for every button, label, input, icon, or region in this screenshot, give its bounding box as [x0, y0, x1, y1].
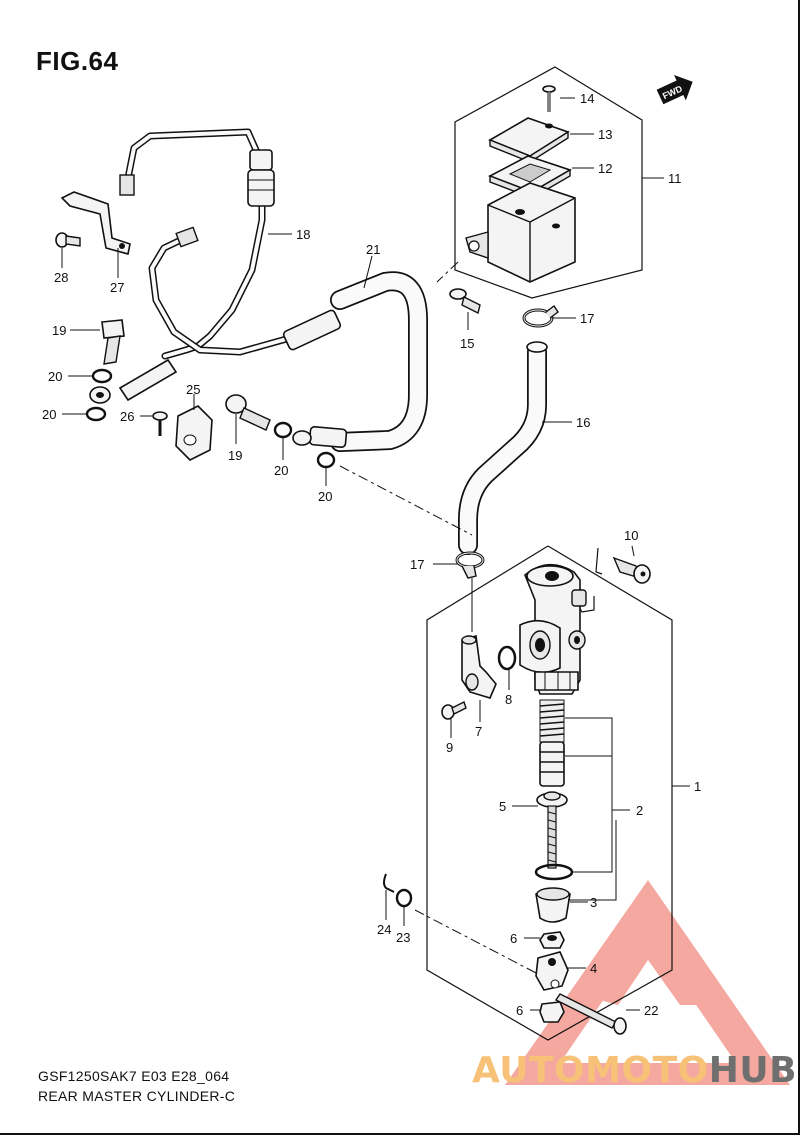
callout-27: 27 [110, 280, 124, 295]
callout-15: 15 [460, 336, 474, 351]
callout-7: 7 [475, 724, 482, 739]
watermark-text: AUTOMOTOHUB [472, 1050, 797, 1091]
callout-8: 8 [505, 692, 512, 707]
screw-9 [441, 701, 467, 720]
callout-20-b: 20 [42, 407, 56, 422]
nut-6-lower [539, 1001, 565, 1023]
reservoir-body [465, 182, 576, 283]
callout-21: 21 [366, 242, 380, 257]
reservoir-box [454, 66, 643, 299]
callout-17-lower: 17 [410, 557, 424, 572]
callout-20-d: 20 [318, 489, 332, 504]
cotter-pin-24 [383, 873, 395, 893]
hose-clamp-17-lower [455, 551, 485, 579]
callout-20-c: 20 [274, 463, 288, 478]
o-ring-8 [497, 645, 517, 671]
brake-pipe-18 [119, 128, 294, 360]
callout-6-lower: 6 [516, 1003, 523, 1018]
callout-23: 23 [396, 930, 410, 945]
screw-14 [542, 85, 556, 112]
callout-20-a: 20 [48, 369, 62, 384]
callout-2: 2 [636, 803, 643, 818]
fwd-arrow-icon: FWD [656, 75, 693, 105]
banjo-bolt-19-upper [101, 319, 125, 365]
watermark-text-part2: HUB [708, 1050, 798, 1091]
callout-13: 13 [598, 127, 612, 142]
bolt-10 [612, 556, 651, 584]
callout-10: 10 [624, 528, 638, 543]
callout-14: 14 [580, 91, 594, 106]
master-cylinder-box [426, 545, 673, 1041]
spring [539, 699, 565, 743]
washer-20-d [316, 451, 336, 469]
screw-26 [152, 411, 168, 436]
callout-11: 11 [668, 171, 682, 186]
callout-9: 9 [446, 740, 453, 755]
pin-22 [554, 993, 627, 1035]
callout-19-upper: 19 [52, 323, 66, 338]
bracket-27 [60, 191, 131, 255]
watermark-logo [505, 880, 790, 1085]
figure-title: FIG.64 [36, 46, 119, 76]
callout-6-upper: 6 [510, 931, 517, 946]
hose-clamp-17-upper [522, 304, 559, 328]
callout-25: 25 [186, 382, 200, 397]
union-fitting-7 [461, 634, 497, 699]
callout-22: 22 [644, 1003, 658, 1018]
callout-3: 3 [590, 895, 597, 910]
washer-20-a [91, 368, 113, 384]
washer-20-c [273, 421, 293, 439]
callout-5: 5 [499, 799, 506, 814]
screw-15 [449, 288, 481, 315]
hose-banjo-end [292, 430, 312, 446]
reservoir-cap-13 [488, 117, 570, 163]
banjo-bolt-19-lower [225, 394, 271, 431]
callout-12: 12 [598, 161, 612, 176]
callout-26: 26 [120, 409, 134, 424]
model-code: GSF1250SAK7 E03 E28_064 [38, 1068, 230, 1084]
reservoir-hose-16 [458, 341, 548, 555]
washer-23 [395, 888, 413, 908]
brake-hose-21 [282, 271, 428, 452]
banjo-fitting [89, 358, 178, 404]
clevis-4 [535, 951, 569, 991]
callout-16: 16 [576, 415, 590, 430]
push-rod-5 [536, 791, 568, 869]
bolt-28 [55, 232, 81, 248]
callout-28: 28 [54, 270, 68, 285]
callout-1: 1 [694, 779, 701, 794]
nut-6-upper [539, 931, 565, 949]
diagram-caption: REAR MASTER CYLINDER-C [38, 1088, 236, 1104]
boot-3 [535, 887, 571, 923]
callout-19-lower: 19 [228, 448, 242, 463]
washer-20-b [85, 406, 107, 422]
callout-24: 24 [377, 922, 391, 937]
master-cylinder-body [519, 563, 587, 695]
callout-17-upper: 17 [580, 311, 594, 326]
callout-4: 4 [590, 961, 597, 976]
watermark-text-part1: AUTOMOTO [472, 1050, 709, 1091]
callout-18: 18 [296, 227, 310, 242]
piston [539, 741, 565, 787]
hose-clamp-25 [175, 405, 213, 461]
